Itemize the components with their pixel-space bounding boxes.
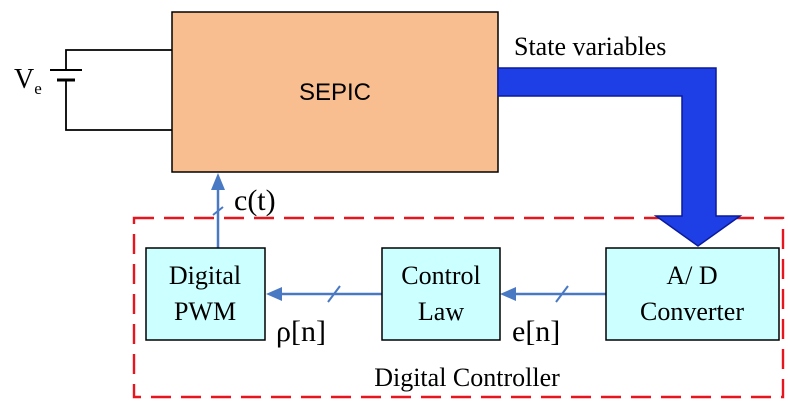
digital-pwm-label-line1: Digital (169, 261, 241, 290)
digital-pwm-label-line2: PWM (174, 297, 236, 326)
control-signal-arrowhead (211, 173, 225, 190)
control-law-label-line1: Control (401, 261, 480, 290)
control-signal-slash (212, 206, 224, 216)
sepic-block (171, 11, 499, 173)
digital-controller-label: Digital Controller (374, 363, 560, 392)
control-law-label-line2: Law (418, 297, 464, 326)
digital-controller-boundary (132, 216, 785, 399)
source-label: Ve (14, 64, 42, 98)
adc-label-line2: Converter (640, 297, 744, 326)
rho-signal-label: ρ[n] (276, 315, 326, 348)
rho-signal-slash (327, 285, 341, 303)
control-law-block (381, 247, 501, 341)
error-signal-label: e[n] (512, 315, 560, 348)
digital-pwm-block (145, 247, 266, 341)
error-signal-slash (555, 285, 569, 303)
adc-block (605, 247, 780, 341)
rho-signal-arrowhead (266, 287, 282, 301)
state-variables-arrow (497, 67, 743, 247)
control-signal-label: c(t) (234, 184, 276, 217)
sepic-label: SEPIC (299, 79, 371, 106)
signal-arrows (211, 173, 606, 303)
voltage-source (50, 49, 172, 131)
error-signal-arrowhead (500, 287, 516, 301)
adc-label-line1: A/ D (666, 261, 717, 290)
state-variables-label: State variables (514, 32, 666, 61)
